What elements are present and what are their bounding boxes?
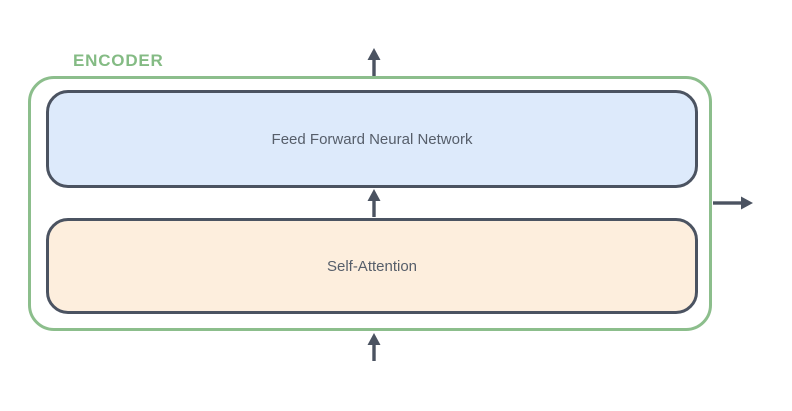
self-attention-label: Self-Attention [326,257,418,275]
output-arrow-right-icon [713,196,753,210]
output-arrow-up-icon [367,48,381,76]
feed-forward-block: Feed Forward Neural Network [46,90,698,188]
attention-to-ffnn-arrow-icon [367,189,381,217]
input-arrow-up-icon [367,333,381,361]
feed-forward-label: Feed Forward Neural Network [271,130,473,148]
encoder-label: ENCODER [73,51,164,70]
self-attention-block: Self-Attention [46,218,698,314]
